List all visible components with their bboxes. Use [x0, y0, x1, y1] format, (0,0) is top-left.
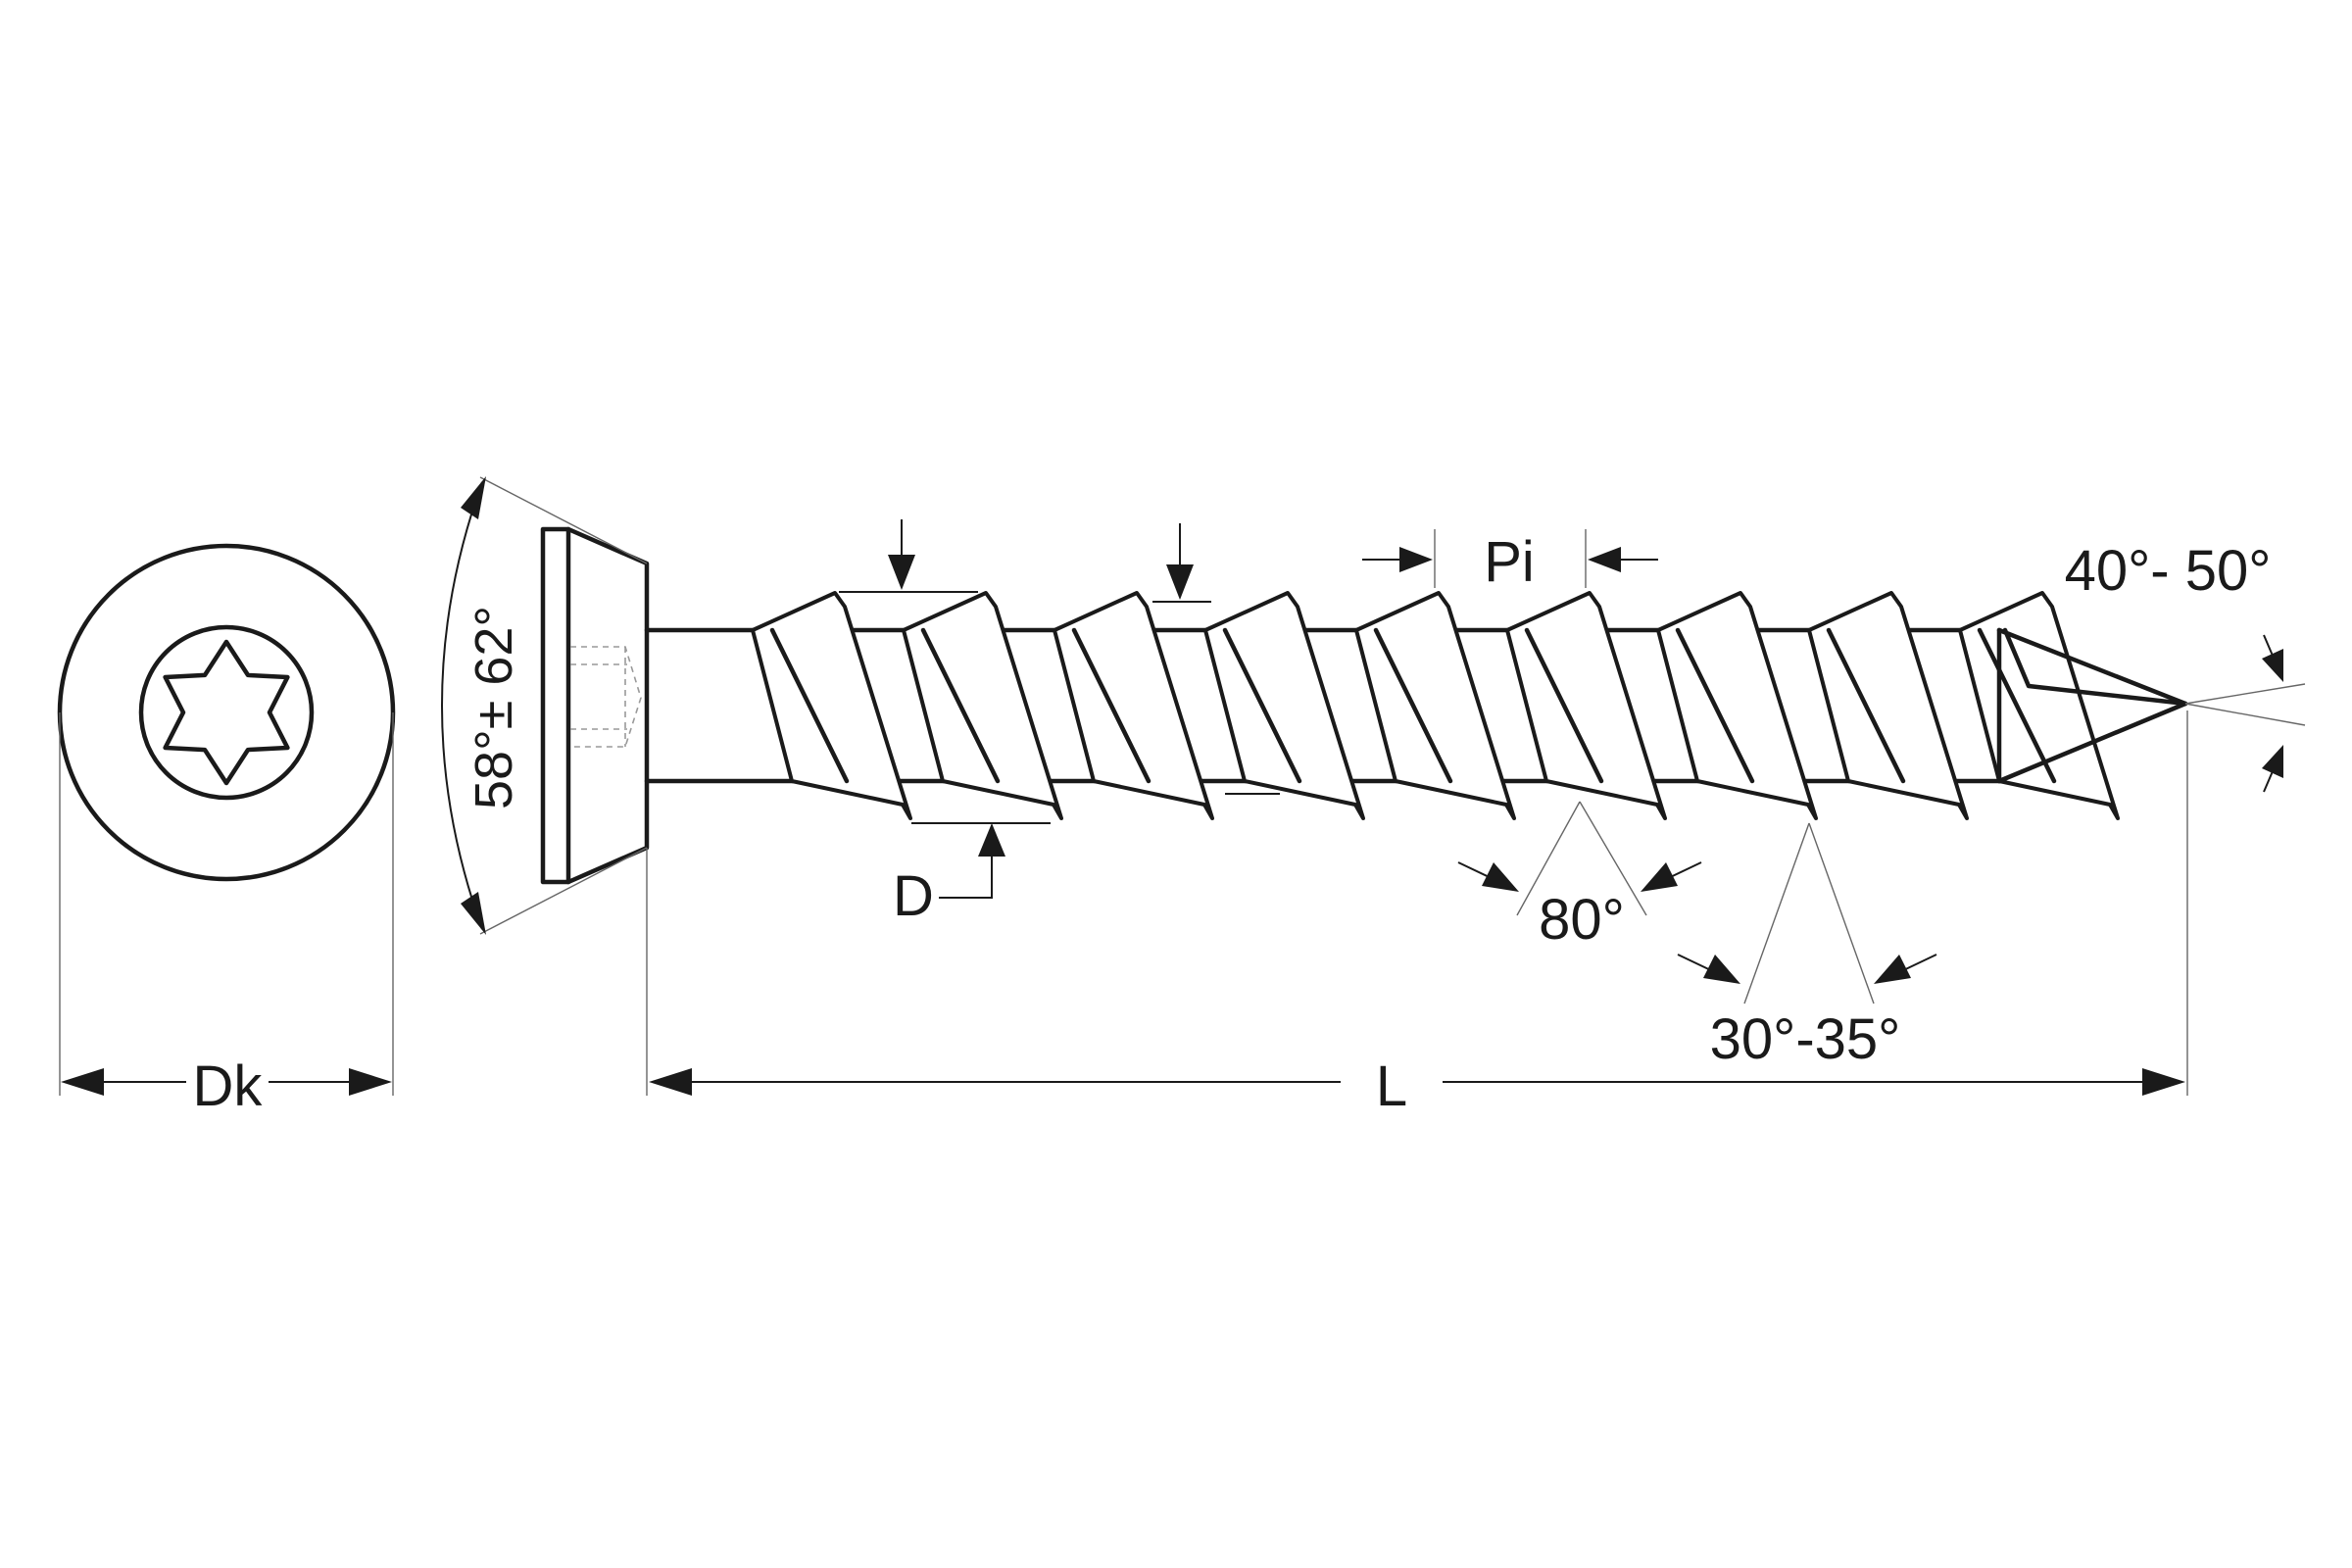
l-label: L — [1376, 1054, 1407, 1118]
point-angle-dimension: 40°- 50° — [2065, 539, 2306, 793]
thread-flank-line — [1675, 627, 1755, 784]
thread-flight — [1354, 591, 1516, 820]
thread-flank-line — [1524, 627, 1604, 784]
thread-flank-line — [1373, 627, 1453, 784]
thread-flight — [902, 591, 1063, 820]
thread-angle-label: 80° — [1539, 888, 1625, 952]
head-angle-dimension: 58°± 62° — [441, 476, 648, 935]
thread-flight — [1505, 591, 1667, 820]
thread-flank-line — [920, 627, 1001, 784]
thread-flights — [751, 591, 2120, 820]
thread-flight — [751, 591, 912, 820]
thread-flank-line — [1222, 627, 1302, 784]
screw-head-side — [540, 526, 650, 885]
head-angle-label: 58°± 62° — [465, 606, 523, 809]
length-dimension: L — [646, 710, 2188, 1118]
thread-flight — [1203, 591, 1365, 820]
undercut-angle-label: 30°-35° — [1710, 1007, 1901, 1071]
torx-star-icon — [163, 639, 290, 786]
diameter-dimension: D — [839, 519, 1051, 928]
thread-flight — [1656, 591, 1818, 820]
thread-flight — [1807, 591, 1969, 820]
thread-angle-dimension: 80° — [1457, 801, 1702, 952]
point-angle-label: 40°- 50° — [2065, 539, 2272, 603]
dk-dimension: Dk — [59, 712, 394, 1118]
thread-flight — [1958, 591, 2120, 820]
head-end-view — [57, 543, 396, 882]
thread-flank-line — [1071, 627, 1152, 784]
thread-flank-line — [1977, 627, 2057, 784]
core-diameter-markers — [1152, 523, 1280, 795]
thread-flank-line — [1826, 627, 1906, 784]
thread-flight — [1053, 591, 1214, 820]
pitch-dimension: Pi — [1362, 529, 1658, 594]
pi-label: Pi — [1484, 530, 1535, 594]
head-outer-circle — [57, 543, 396, 882]
d-label: D — [893, 864, 934, 928]
drive-recess-circle — [138, 624, 315, 801]
thread-flank-line — [769, 627, 850, 784]
undercut-angle-dimension: 30°-35° — [1677, 822, 1937, 1071]
dk-label: Dk — [193, 1054, 264, 1118]
